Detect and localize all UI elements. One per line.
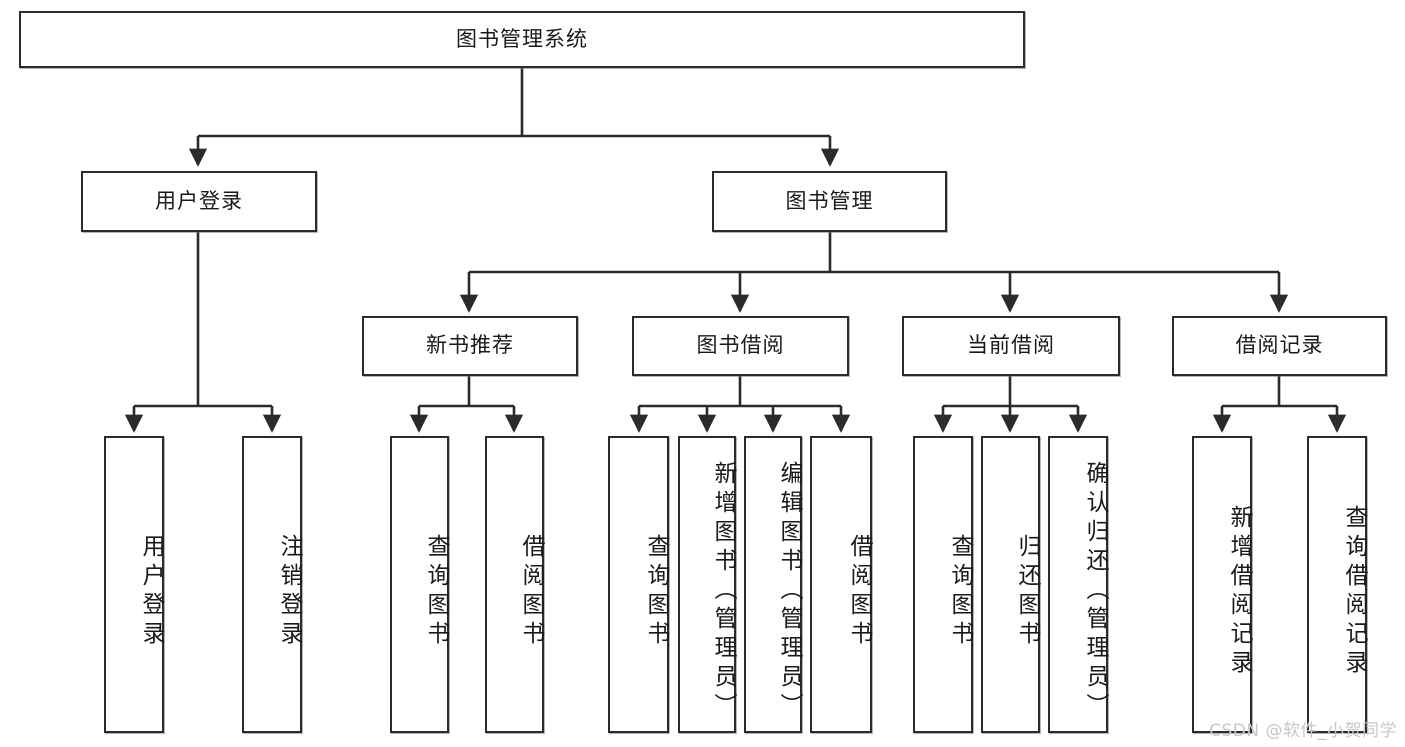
leaf-query-book-borrow[interactable]: 查询图书: [608, 436, 669, 733]
node-book-management[interactable]: 图书管理: [712, 171, 947, 232]
node-label: 新增借阅记录: [1226, 504, 1252, 679]
node-label: 查询借阅记录: [1341, 504, 1367, 679]
leaf-user-login[interactable]: 用户登录: [104, 436, 164, 733]
node-label: 借阅图书: [846, 533, 872, 650]
leaf-add-book-admin[interactable]: 新增图书（管理员）: [678, 436, 736, 733]
node-label: 确认归还（管理员）: [1082, 461, 1108, 722]
leaf-query-book-recommend[interactable]: 查询图书: [390, 436, 449, 733]
node-label: 用户登录: [138, 533, 164, 650]
leaf-add-borrow-record[interactable]: 新增借阅记录: [1192, 436, 1252, 733]
node-user-login[interactable]: 用户登录: [81, 171, 317, 232]
leaf-return-book[interactable]: 归还图书: [981, 436, 1040, 733]
leaf-query-borrow-record[interactable]: 查询借阅记录: [1307, 436, 1367, 733]
node-label: 注销登录: [276, 533, 302, 650]
node-label: 查询图书: [643, 533, 669, 650]
node-book-borrow[interactable]: 图书借阅: [632, 316, 849, 376]
leaf-borrow-book[interactable]: 借阅图书: [810, 436, 872, 733]
node-label: 用户登录: [155, 188, 243, 213]
node-label: 新增图书（管理员）: [710, 461, 736, 722]
node-book-management-system[interactable]: 图书管理系统: [19, 11, 1025, 68]
node-label: 新书推荐: [426, 333, 514, 358]
node-current-borrow[interactable]: 当前借阅: [902, 316, 1120, 376]
node-label: 查询图书: [947, 533, 973, 650]
node-new-book-recommend[interactable]: 新书推荐: [362, 316, 578, 376]
node-label: 借阅记录: [1235, 333, 1324, 358]
node-label: 归还图书: [1014, 533, 1040, 650]
node-label: 借阅图书: [518, 533, 544, 650]
leaf-query-book-current[interactable]: 查询图书: [913, 436, 973, 733]
leaf-borrow-book-recommend[interactable]: 借阅图书: [485, 436, 544, 733]
node-borrow-record[interactable]: 借阅记录: [1172, 316, 1387, 376]
node-label: 编辑图书（管理员）: [776, 461, 802, 722]
leaf-edit-book-admin[interactable]: 编辑图书（管理员）: [744, 436, 802, 733]
node-label: 图书管理系统: [456, 26, 588, 51]
node-label: 当前借阅: [967, 333, 1055, 358]
node-label: 图书借阅: [696, 333, 785, 358]
leaf-confirm-return-admin[interactable]: 确认归还（管理员）: [1048, 436, 1108, 733]
node-label: 图书管理: [785, 188, 874, 213]
node-label: 查询图书: [423, 533, 449, 650]
watermark: CSDN @软件_小贺同学: [1209, 721, 1397, 741]
leaf-logout[interactable]: 注销登录: [242, 436, 302, 733]
